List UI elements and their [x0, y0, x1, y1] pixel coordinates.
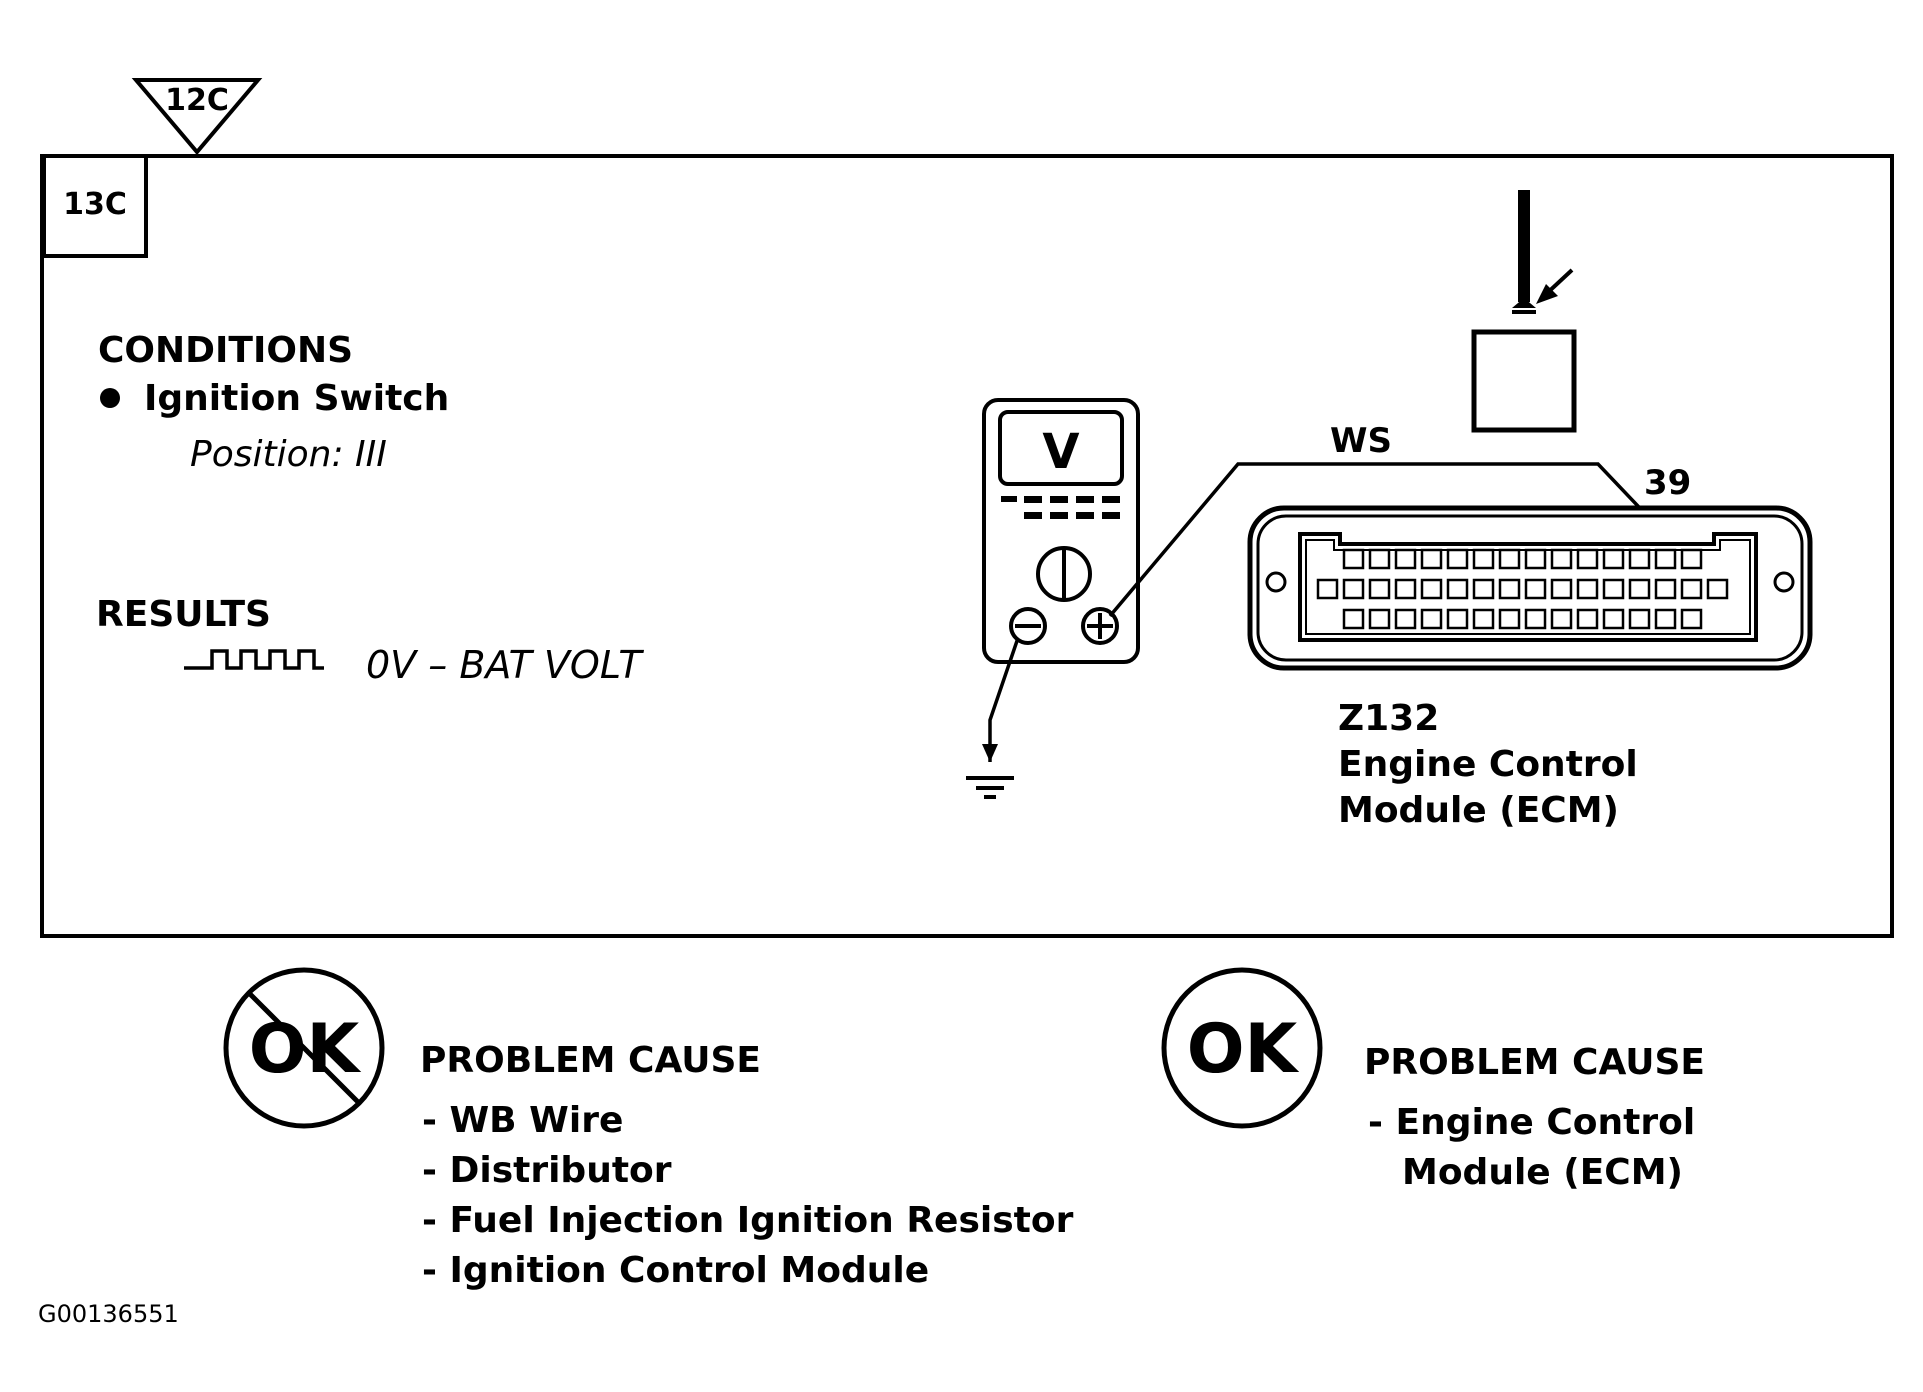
ecm-pin — [1576, 548, 1599, 570]
wire-label: WS — [1330, 421, 1392, 461]
ecm-pin — [1524, 608, 1547, 630]
ecm-pin — [1628, 608, 1651, 630]
ecm-pin — [1524, 578, 1547, 600]
ecm-pin — [1342, 548, 1365, 570]
ecm-pin — [1420, 608, 1443, 630]
voltmeter-display — [998, 410, 1124, 486]
ecm-pin — [1498, 608, 1521, 630]
ecm-pin — [1654, 608, 1677, 630]
positive-lead — [1108, 462, 1676, 618]
ecm-pin — [1472, 548, 1495, 570]
ecm-pin — [1628, 548, 1651, 570]
ecm-pin — [1602, 548, 1625, 570]
ground-lead-arrow — [982, 744, 998, 762]
from-step-marker: 12C — [131, 78, 263, 156]
ecm-pin — [1446, 578, 1469, 600]
ecm-pin — [1446, 608, 1469, 630]
figure-id: G00136551 — [38, 1300, 179, 1328]
voltmeter-keys — [1001, 496, 1120, 519]
ecm-pin — [1602, 578, 1625, 600]
ecm-pin — [1446, 548, 1469, 570]
ecm-pin — [1394, 608, 1417, 630]
ecm-pin — [1680, 578, 1703, 600]
bullet-icon — [100, 388, 120, 408]
ecm-pin — [1550, 548, 1573, 570]
step-box: 13C — [42, 154, 148, 258]
conditions-item: Ignition Switch — [144, 378, 449, 419]
from-step-triangle — [131, 78, 263, 156]
ecm-pin — [1394, 578, 1417, 600]
step-label: 13C — [63, 187, 127, 222]
ecm-connector — [1247, 505, 1813, 671]
results-value: 0V – BAT VOLT — [366, 643, 644, 687]
ecm-pin — [1602, 608, 1625, 630]
ecm-pin — [1342, 578, 1365, 600]
ecm-pin — [1368, 548, 1391, 570]
main-frame — [40, 154, 1894, 938]
ecm-pin — [1420, 548, 1443, 570]
ecm-pin — [1576, 608, 1599, 630]
ecm-pin — [1316, 578, 1339, 600]
ecm-pin — [1342, 608, 1365, 630]
ecm-pin — [1498, 578, 1521, 600]
ecm-pin — [1368, 608, 1391, 630]
ecm-pin — [1368, 578, 1391, 600]
ecm-pin — [1550, 578, 1573, 600]
ok-circle — [1161, 967, 1323, 1129]
ecm-pin — [1576, 578, 1599, 600]
results-heading: RESULTS — [96, 594, 271, 635]
ecm-pin — [1628, 578, 1651, 600]
component-code: Z132 — [1338, 698, 1439, 739]
voltmeter: V — [982, 398, 1140, 664]
ecm-pin — [1394, 548, 1417, 570]
ecm-pin — [1498, 548, 1521, 570]
voltmeter-label: V — [1042, 424, 1079, 480]
not-ok-slash — [248, 992, 362, 1106]
not-ok-cause-3: - Fuel Injection Ignition Resistor — [422, 1200, 1074, 1241]
not-ok-badge: OK — [223, 967, 385, 1129]
pin-label: 39 — [1644, 463, 1691, 503]
ok-badge: OK — [1161, 967, 1323, 1129]
ecm-pin — [1472, 578, 1495, 600]
ecm-pin — [1680, 548, 1703, 570]
ecm-pins — [1316, 548, 1729, 630]
ecm-pin — [1654, 548, 1677, 570]
ecm-pin — [1654, 578, 1677, 600]
ecm-pin — [1472, 608, 1495, 630]
ecm-pin — [1420, 578, 1443, 600]
not-ok-cause-2: - Distributor — [422, 1150, 672, 1191]
pulse-waveform-icon — [184, 649, 324, 670]
ecm-pin — [1550, 608, 1573, 630]
ground-icon — [966, 776, 1014, 799]
not-ok-heading: PROBLEM CAUSE — [420, 1040, 761, 1081]
not-ok-cause-1: - WB Wire — [422, 1100, 623, 1141]
ecm-mount-hole-left — [1265, 571, 1287, 593]
ecm-pin — [1706, 578, 1729, 600]
ecm-pin — [1524, 548, 1547, 570]
ecm-wire-stub — [1512, 190, 1574, 314]
component-name-line2: Module (ECM) — [1338, 790, 1619, 831]
ok-cause-line1: - Engine Control — [1368, 1102, 1695, 1143]
ok-badge-text: OK — [1187, 1010, 1300, 1089]
ok-heading: PROBLEM CAUSE — [1364, 1042, 1705, 1083]
step-box-frame — [42, 154, 148, 258]
component-name-line1: Engine Control — [1338, 744, 1638, 785]
from-step-label: 12C — [165, 83, 229, 118]
ok-cause-line2: Module (ECM) — [1402, 1152, 1683, 1193]
conditions-heading: CONDITIONS — [98, 330, 353, 371]
not-ok-cause-4: - Ignition Control Module — [422, 1250, 929, 1291]
conditions-detail: Position: III — [190, 434, 387, 475]
ecm-pin — [1680, 608, 1703, 630]
component-box — [1471, 329, 1577, 433]
ecm-mount-hole-right — [1773, 571, 1795, 593]
